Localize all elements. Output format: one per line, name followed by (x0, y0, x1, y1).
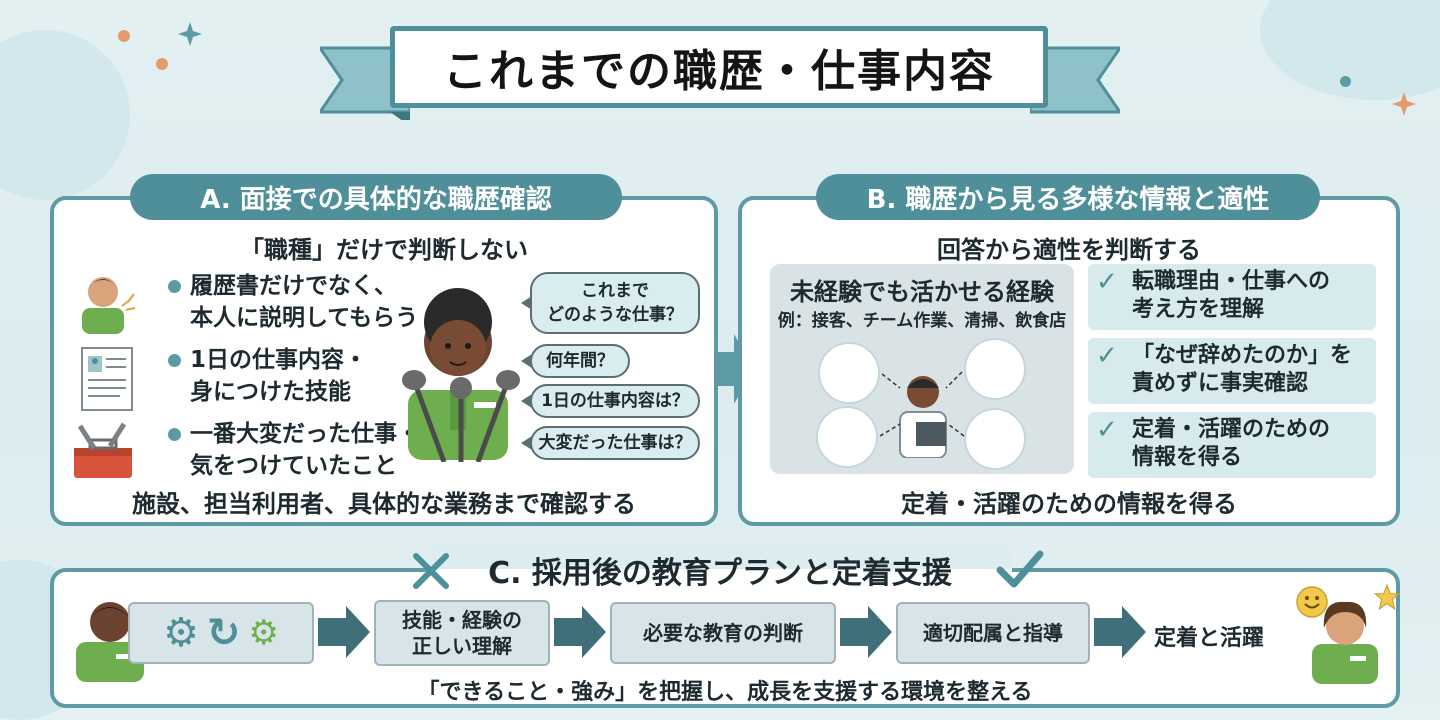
title-banner: これまでの職歴・仕事内容 (390, 26, 1048, 108)
question-text: 何年間？ (546, 351, 614, 371)
check-icon: ✓ (1096, 267, 1118, 297)
check-box: ✓ 転職理由・仕事への 考え方を理解 (1088, 264, 1376, 330)
panel-a-item: 1日の仕事内容・ 身につけた技能 (168, 344, 368, 408)
check-box: ✓ 定着・活躍のための 情報を得る (1088, 412, 1376, 478)
check-text: 転職理由・仕事への 考え方を理解 (1132, 269, 1331, 322)
experience-box: 未経験でも活かせる経験 例：接客、チーム作業、清掃、飲食店 (770, 264, 1074, 474)
person-icon (82, 277, 136, 334)
panel-b-subheading: 回答から適性を判断する (937, 236, 1201, 264)
decor-dot (156, 58, 168, 70)
step-text: 必要な教育の判断 (643, 621, 803, 645)
panel-a-item-text: 1日の仕事内容・ 身につけた技能 (190, 347, 368, 405)
star-icon (1374, 584, 1400, 610)
worker-illustration (964, 338, 1026, 400)
question-bubble: 1日の仕事内容は？ (521, 384, 700, 418)
process-gears-box: ⚙ ↻ ⚙ (128, 602, 314, 664)
staff-illustration (816, 406, 878, 468)
worker-icon (1312, 601, 1378, 684)
question-text: 大変だった仕事は？ (538, 433, 692, 453)
caregiver-illustration (818, 342, 880, 404)
question-text: 1日の仕事内容は？ (541, 391, 689, 411)
cook-illustration (964, 408, 1026, 470)
step-text: 技能・経験の 正しい理解 (402, 608, 522, 658)
resume-icon (81, 347, 133, 411)
experience-examples: 例：接客、チーム作業、清掃、飲食店 (777, 311, 1067, 331)
check-text: 定着・活躍のための 情報を得る (1132, 417, 1331, 470)
panel-b-heading: B. 職歴から見る多様な情報と適性 (816, 174, 1320, 220)
background-blob (1260, 0, 1440, 100)
panel-c-heading: C. 採用後の教育プランと定着支援 (488, 556, 952, 591)
panel-b-footer: 定着・活躍のための情報を得る (901, 490, 1237, 518)
gear-icon: ⚙ (248, 613, 279, 653)
panel-a: 「職種」だけで判断しない 履歴書だけでなく、 本人に説明してもらう 1日の仕事内… (50, 196, 718, 526)
ribbon-tail-right (1030, 46, 1120, 114)
step-text: 適切配属と指導 (923, 621, 1063, 645)
refresh-icon: ↻ (206, 610, 241, 656)
decor-dot (118, 30, 130, 42)
panel-b: 回答から適性を判断する 未経験でも活かせる経験 例：接客、チーム作業、清掃、飲食… (738, 196, 1400, 526)
panel-a-item: 一番大変だった仕事・ 気をつけていたこと (168, 418, 420, 482)
panel-a-heading: A. 面接での具体的な職歴確認 (130, 174, 622, 220)
toolbox-icon (74, 422, 132, 478)
connector-lines (879, 371, 965, 437)
panel-c-heading-bg (430, 546, 1012, 592)
bullet-dot (168, 354, 181, 367)
question-bubble: 大変だった仕事は？ (521, 426, 700, 460)
check-icon (996, 550, 1044, 588)
check-icon: ✓ (1096, 341, 1118, 371)
arrow-right-icon (554, 606, 606, 658)
panel-a-subheading: 「職種」だけで判断しない (240, 236, 528, 264)
arrow-right-icon (718, 334, 754, 404)
process-step: 必要な教育の判断 (610, 602, 836, 664)
microphone-icon (402, 370, 520, 462)
panel-a-footer: 施設、担当利用者、具体的な業務まで確認する (132, 490, 636, 518)
goal-label: 定着と活躍 (1154, 626, 1265, 651)
arrow-right-icon (318, 606, 370, 658)
page-title: これまでの職歴・仕事内容 (443, 46, 995, 97)
decor-dot (1340, 76, 1351, 87)
interviewer-illustration (899, 376, 947, 458)
arrow-right-icon (1094, 606, 1146, 658)
process-step: 技能・経験の 正しい理解 (374, 600, 550, 666)
process-step: 適切配属と指導 (896, 602, 1090, 664)
panel-a-item: 履歴書だけでなく、 本人に説明してもらう (168, 270, 419, 334)
cross-icon (413, 553, 449, 589)
sparkle-icon (178, 22, 202, 46)
gear-icon: ⚙ (163, 610, 199, 656)
question-text: これまで どのような仕事？ (547, 281, 683, 325)
check-text: 「なぜ辞めたのか」を 責めずに事実確認 (1132, 343, 1353, 396)
arrow-right-icon (840, 606, 892, 658)
bullet-dot (168, 428, 181, 441)
panel-a-item-text: 一番大変だった仕事・ 気をつけていたこと (190, 421, 420, 479)
experience-title: 未経験でも活かせる経験 (790, 278, 1054, 306)
question-bubble: これまで どのような仕事？ (521, 272, 700, 334)
smile-icon (1296, 586, 1328, 618)
question-bubble: 何年間？ (521, 344, 630, 378)
check-icon: ✓ (1096, 415, 1118, 445)
check-box: ✓ 「なぜ辞めたのか」を 責めずに事実確認 (1088, 338, 1376, 404)
worker-icon (76, 602, 144, 682)
background-blob (0, 30, 130, 200)
panel-c-footer: 「できること・強み」を把握し、成長を支援する環境を整える (417, 680, 1033, 705)
bullet-dot (168, 280, 181, 293)
sparkle-icon (1392, 92, 1416, 116)
panel-a-item-text: 履歴書だけでなく、 本人に説明してもらう (190, 273, 419, 331)
